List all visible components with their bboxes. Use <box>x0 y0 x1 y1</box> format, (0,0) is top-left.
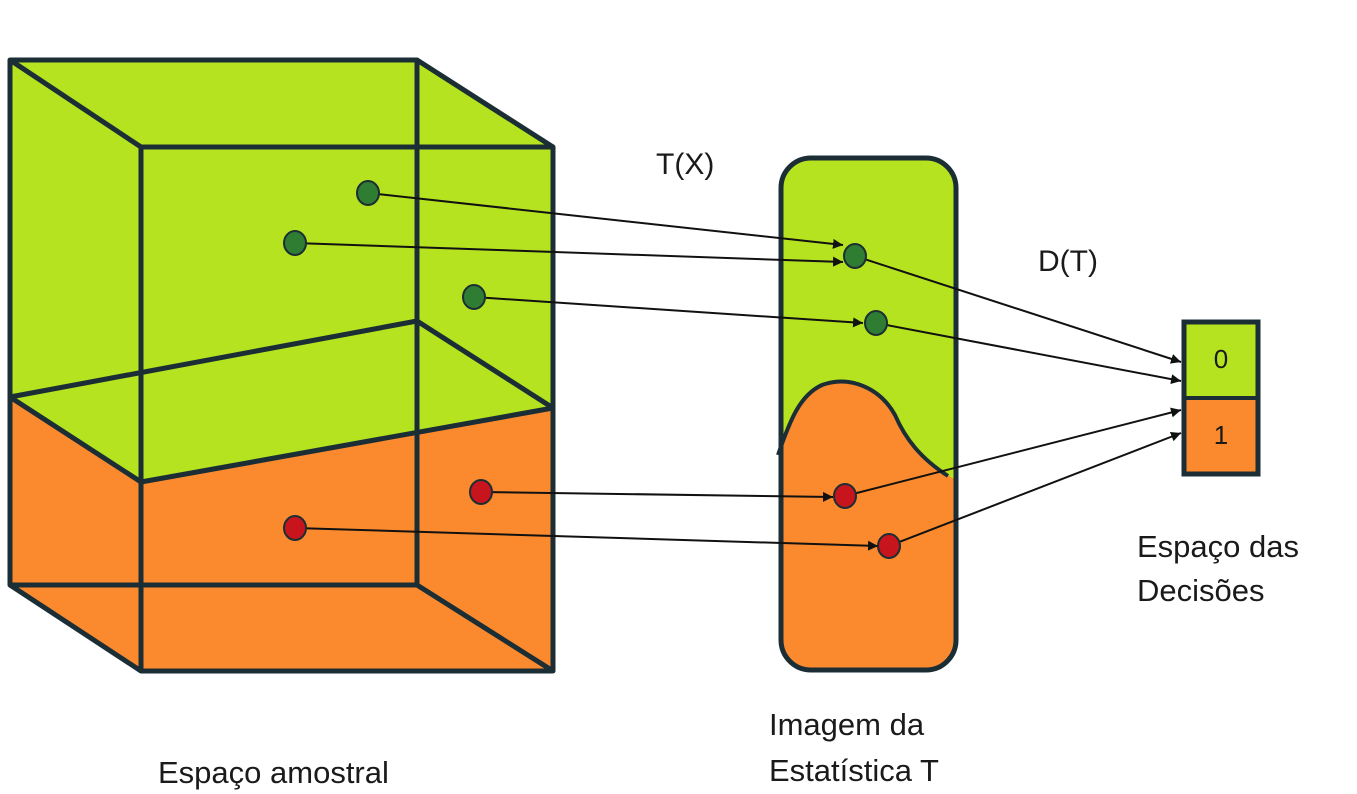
accept-point <box>462 284 486 310</box>
sample-space-cube <box>7 57 556 674</box>
decision-space-box <box>1181 319 1261 477</box>
capsule-boundary-curve <box>776 379 950 478</box>
arrow-image-to-decision <box>854 255 1182 364</box>
arrow-image-to-decision <box>875 322 1182 385</box>
statistic-image-label-line1: Imagem da <box>769 707 925 742</box>
arrow-image-to-decision <box>844 407 1182 497</box>
statistic-image-label-line2: Estatística T <box>769 753 939 788</box>
reject-point <box>283 515 307 541</box>
decision-value-1: 1 <box>1213 420 1229 450</box>
arrow-sample-to-image <box>473 296 864 328</box>
accept-point <box>356 180 380 206</box>
arrow-sample-to-image <box>294 527 879 551</box>
sample-points <box>283 180 493 541</box>
arrow-sample-to-image <box>367 192 844 249</box>
cube-accept-region <box>10 60 553 482</box>
arrow-sample-to-image <box>294 242 844 267</box>
accept-point <box>864 310 888 336</box>
decision-box-0 <box>1184 322 1258 398</box>
arrow-sample-to-image <box>480 491 834 502</box>
sample-space-label: Espaço amostral <box>158 755 389 790</box>
decision-space-label-line1: Espaço das <box>1137 529 1299 564</box>
decision-box-1 <box>1184 398 1258 474</box>
arrow-image-to-decision <box>888 431 1182 547</box>
statistic-points <box>833 243 901 559</box>
statistic-image-capsule <box>776 155 959 673</box>
decision-function-label: D(T) <box>1038 245 1098 278</box>
decision-value-0: 0 <box>1213 344 1229 374</box>
transform-label: T(X) <box>656 148 715 181</box>
decision-arrows <box>844 255 1182 547</box>
transform-arrows <box>294 192 879 551</box>
accept-point <box>283 230 307 256</box>
accept-point <box>843 243 867 269</box>
reject-point <box>469 479 493 505</box>
decision-space-label-line2: Decisões <box>1137 573 1265 608</box>
reject-point <box>877 533 901 559</box>
capsule-reject-region <box>781 381 956 670</box>
reject-point <box>833 483 857 509</box>
